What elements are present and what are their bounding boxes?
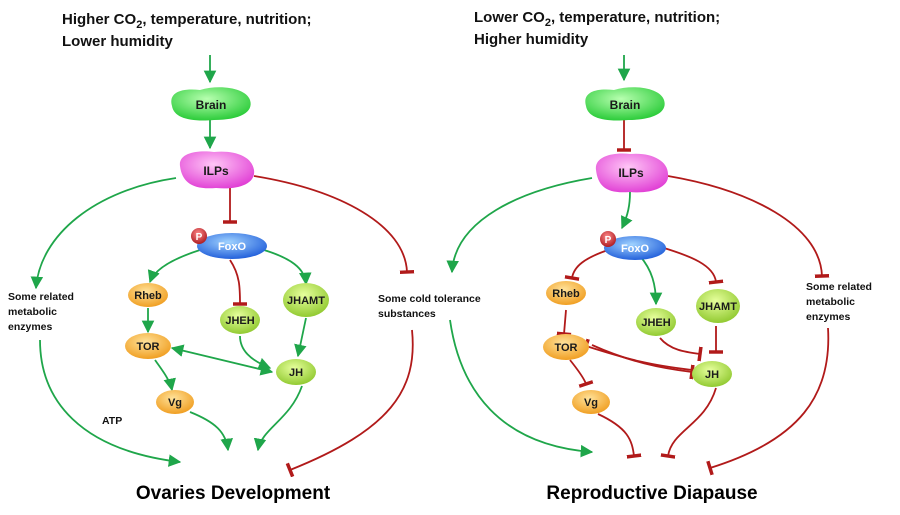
foxo-node: FoxO	[197, 233, 267, 259]
r-jhamt-node: JHAMT	[696, 289, 740, 323]
vg-node: Vg	[156, 390, 194, 414]
ilps-node: ILPs	[179, 151, 255, 189]
r-edge-jheh-jh	[659, 337, 703, 362]
right-enzymes-line3: enzymes	[806, 311, 851, 323]
right-heading-line1: Lower CO2, temperature, nutrition;	[474, 9, 720, 29]
svg-text:JHAMT: JHAMT	[699, 301, 737, 313]
left-heading-line2: Lower humidity	[62, 33, 173, 50]
svg-text:P: P	[196, 232, 203, 243]
svg-text:FoxO: FoxO	[218, 241, 247, 253]
rheb-node: Rheb	[128, 283, 168, 307]
svg-text:TOR: TOR	[554, 342, 577, 354]
r-ilps-node: ILPs	[595, 153, 669, 193]
r-jh-node: JH	[692, 361, 732, 387]
r-edge-tor-vg	[569, 359, 594, 388]
r-edge-ilps-cold	[446, 177, 593, 274]
right-panel: Lower CO2, temperature, nutrition; Highe…	[446, 9, 872, 504]
right-heading-line2: Higher humidity	[474, 31, 589, 48]
tor-node: TOR	[125, 333, 171, 359]
r-edge-jh-diapause	[660, 387, 717, 459]
r-edge-ilps-foxo	[621, 191, 633, 230]
ovaries-development-label: Ovaries Development	[136, 483, 331, 504]
r-rheb-node: Rheb	[546, 281, 586, 305]
jheh-node: JHEH	[220, 306, 260, 334]
r-edge-foxo-rheb	[564, 249, 609, 281]
r-tor-node: TOR	[543, 334, 589, 360]
svg-text:FoxO: FoxO	[621, 243, 650, 255]
svg-text:JHAMT: JHAMT	[287, 295, 325, 307]
svg-text:ILPs: ILPs	[203, 164, 229, 178]
svg-text:JH: JH	[289, 367, 303, 379]
left-enzymes-line3: enzymes	[8, 321, 53, 333]
r-brain-node: Brain	[585, 87, 665, 121]
svg-text:Brain: Brain	[610, 98, 641, 112]
phospho-badge: P	[191, 228, 207, 244]
edge-enzymes-ovaries	[39, 339, 182, 467]
edge-ilps-enzymes	[30, 177, 177, 290]
r-jheh-node: JHEH	[636, 308, 676, 336]
svg-text:JHEH: JHEH	[641, 317, 670, 329]
edge-foxo-jheh	[229, 259, 248, 306]
svg-text:P: P	[605, 235, 612, 246]
svg-text:Rheb: Rheb	[552, 288, 580, 300]
svg-text:TOR: TOR	[136, 341, 159, 353]
reproductive-diapause-label: Reproductive Diapause	[546, 483, 757, 504]
r-foxo-node: FoxO	[604, 236, 666, 260]
r-edge-vg-diapause	[597, 413, 642, 459]
left-enzymes-line1: Some related	[8, 291, 74, 303]
edge-foxo-rheb	[147, 249, 201, 284]
edge-ilps-cold	[253, 175, 415, 275]
edge-cold-ovaries	[285, 329, 414, 478]
edge-tor-jh	[170, 344, 274, 376]
r-edge-rheb-tor	[556, 309, 572, 337]
cold-tolerance-line1: Some cold tolerance	[378, 293, 481, 305]
r-edge-ilps-enzymes	[667, 175, 830, 279]
r-edge-enzymes-diapause	[706, 327, 830, 476]
r-edge-tor-jh	[591, 344, 695, 380]
r-edge-foxo-jheh	[639, 255, 663, 306]
right-edges	[446, 55, 830, 476]
edge-foxo-jhamt	[263, 249, 312, 286]
r-edge-foxo-jhamt	[663, 247, 724, 285]
jhamt-node: JHAMT	[283, 283, 329, 317]
left-edges	[30, 55, 415, 478]
cold-tolerance-line2: substances	[378, 308, 436, 320]
svg-text:Brain: Brain	[196, 98, 227, 112]
edge-jhamt-jh	[294, 317, 307, 358]
r-edge-cold-diapause	[449, 319, 594, 458]
left-enzymes-line2: metabolic	[8, 306, 57, 318]
svg-text:JHEH: JHEH	[225, 315, 254, 327]
svg-text:JH: JH	[705, 369, 719, 381]
r-vg-node: Vg	[572, 390, 610, 414]
brain-node: Brain	[171, 87, 251, 121]
right-enzymes-line2: metabolic	[806, 296, 855, 308]
edge-jheh-jh	[239, 335, 272, 370]
r-phospho-badge: P	[600, 231, 616, 247]
jh-node: JH	[276, 359, 316, 385]
edge-tor-vg	[154, 359, 176, 392]
atp-label: ATP	[102, 415, 122, 427]
edge-vg-ovaries	[189, 411, 234, 452]
svg-text:Vg: Vg	[584, 397, 598, 409]
left-panel: Higher CO2, temperature, nutrition; Lowe…	[8, 11, 415, 504]
left-heading-line1: Higher CO2, temperature, nutrition;	[62, 11, 312, 31]
svg-text:Rheb: Rheb	[134, 290, 162, 302]
edge-jh-ovaries	[253, 385, 303, 452]
right-enzymes-line1: Some related	[806, 281, 872, 293]
svg-text:ILPs: ILPs	[618, 166, 644, 180]
svg-text:Vg: Vg	[168, 397, 182, 409]
